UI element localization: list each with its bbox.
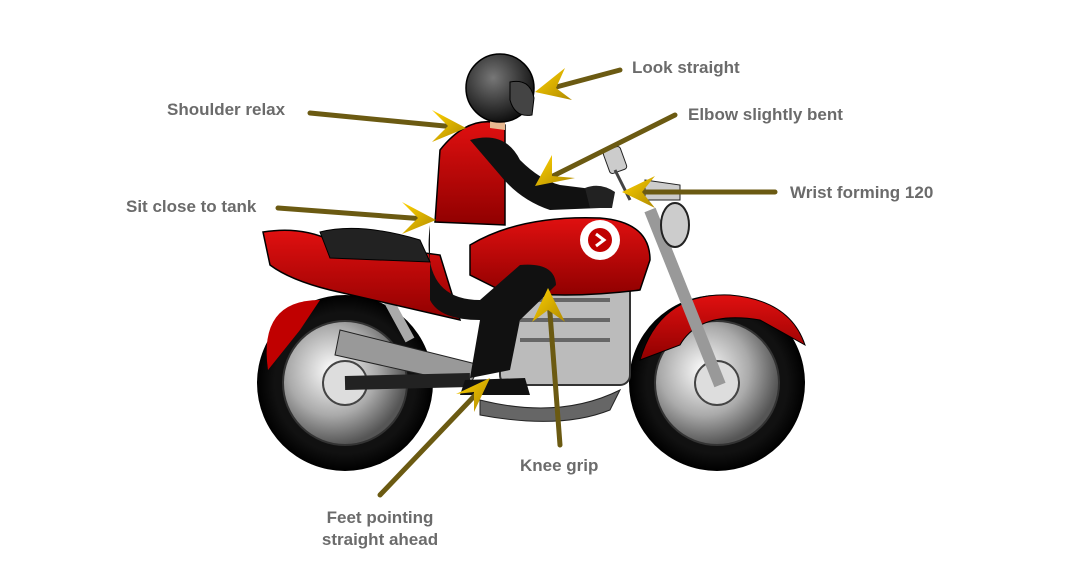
arrowhead-feet (456, 378, 490, 412)
label-feet-line1: Feet pointing (326, 508, 434, 527)
arrow-sit (275, 205, 428, 222)
arrowhead-elbow (535, 155, 575, 186)
arrow-look (542, 67, 623, 93)
rider (428, 53, 615, 395)
arrow-knee (546, 297, 563, 448)
label-knee-grip: Knee grip (520, 456, 599, 475)
label-feet-pointing: Feet pointing straight ahead (310, 507, 450, 551)
arrowhead-sit (402, 202, 436, 234)
arrowhead-shoulder (432, 110, 466, 142)
label-sit-close-to-tank: Sit close to tank (126, 197, 257, 216)
label-look-straight: Look straight (632, 58, 740, 77)
arrowhead-wrist (622, 176, 655, 208)
arrow-elbow (542, 112, 678, 183)
annotation-arrows (275, 67, 778, 498)
label-elbow-slightly-bent: Elbow slightly bent (688, 105, 843, 124)
arrow-shoulder (307, 110, 458, 130)
label-shoulder-relax: Shoulder relax (167, 100, 286, 119)
label-feet-line2: straight ahead (321, 530, 439, 549)
arrowhead-look (535, 68, 572, 100)
arrowhead-knee (532, 288, 565, 322)
front-fork (644, 207, 726, 388)
label-wrist-forming-120: Wrist forming 120 (790, 183, 934, 202)
arrow-feet (377, 385, 485, 498)
